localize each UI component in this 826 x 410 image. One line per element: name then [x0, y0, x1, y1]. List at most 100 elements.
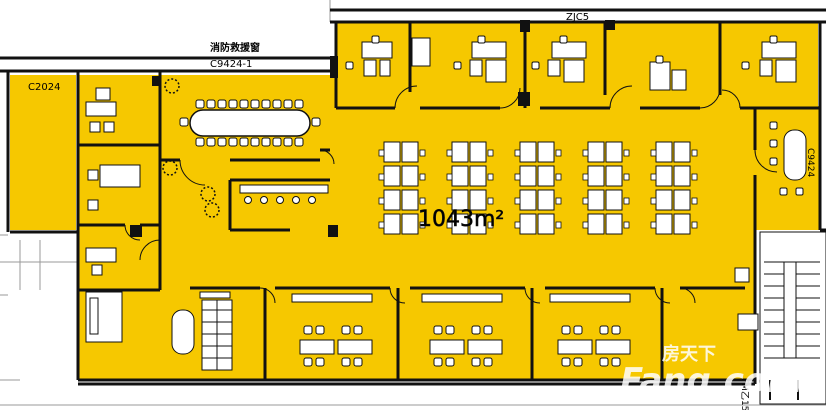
desk: [605, 213, 623, 235]
desk: [451, 165, 469, 187]
plant: [164, 78, 180, 94]
chair: [514, 149, 521, 157]
chair: [599, 357, 609, 367]
desk: [469, 213, 487, 235]
chair: [611, 357, 621, 367]
desk: [401, 141, 419, 163]
bench: [421, 293, 503, 303]
chair: [623, 197, 630, 205]
chair: [582, 173, 589, 181]
chair: [650, 149, 657, 157]
stool: [276, 196, 284, 204]
desk: [467, 339, 503, 355]
chair: [555, 197, 562, 205]
bottom-room-furniture: [199, 291, 631, 367]
chair: [206, 99, 216, 109]
chair: [315, 325, 325, 335]
chair: [561, 325, 571, 335]
desk: [557, 339, 593, 355]
plant: [162, 160, 178, 176]
stool: [292, 196, 300, 204]
chair: [453, 61, 462, 70]
chair: [250, 99, 260, 109]
chair: [353, 357, 363, 367]
chair: [303, 325, 313, 335]
chair: [623, 173, 630, 181]
chair: [514, 173, 521, 181]
chair: [250, 137, 260, 147]
chair: [471, 325, 481, 335]
chair: [487, 197, 494, 205]
desk: [383, 213, 401, 235]
desk: [383, 189, 401, 211]
chair: [419, 221, 426, 229]
chair: [611, 325, 621, 335]
stool: [244, 196, 252, 204]
desk: [673, 165, 691, 187]
area-label: 1043m²: [418, 207, 504, 232]
chair: [650, 197, 657, 205]
chair: [239, 137, 249, 147]
open-workstations: [378, 141, 698, 235]
chair: [445, 325, 455, 335]
chair: [371, 35, 380, 44]
chair: [353, 325, 363, 335]
chair: [531, 61, 540, 70]
column-top-label: ZJC5: [566, 12, 589, 23]
chair: [283, 137, 293, 147]
chair: [483, 325, 493, 335]
chair: [261, 99, 271, 109]
window-code-label: C9424-1: [210, 59, 252, 70]
chair: [217, 99, 227, 109]
chair: [195, 137, 205, 147]
columns: [130, 20, 615, 237]
chair: [514, 197, 521, 205]
chair: [582, 149, 589, 157]
bench: [291, 293, 373, 303]
chair: [303, 357, 313, 367]
chair: [650, 221, 657, 229]
desk: [299, 339, 335, 355]
stair-code-label: FM乙1523: [739, 378, 750, 410]
bench: [199, 291, 231, 299]
chair: [582, 197, 589, 205]
desk: [519, 165, 537, 187]
chair: [483, 357, 493, 367]
window-left-label: C2024: [28, 82, 60, 93]
chair: [195, 99, 205, 109]
chair: [623, 221, 630, 229]
desk: [605, 189, 623, 211]
desk: [519, 189, 537, 211]
bench: [549, 293, 631, 303]
desk: [595, 339, 631, 355]
chair: [217, 137, 227, 147]
conference-table: [92, 78, 321, 308]
stairwell: [759, 231, 826, 405]
chair: [433, 325, 443, 335]
desk: [673, 189, 691, 211]
chair: [341, 325, 351, 335]
chair: [561, 357, 571, 367]
plant: [200, 186, 216, 202]
desk: [605, 141, 623, 163]
chair: [433, 357, 443, 367]
chair: [573, 325, 583, 335]
chair: [487, 173, 494, 181]
chair: [378, 173, 385, 181]
chair: [691, 197, 698, 205]
chair: [228, 137, 238, 147]
chair: [446, 221, 453, 229]
chair: [691, 173, 698, 181]
desk: [429, 339, 465, 355]
chair: [769, 157, 778, 166]
desk: [655, 213, 673, 235]
window-right-label: C9424: [805, 148, 815, 177]
chair: [272, 99, 282, 109]
chair: [228, 99, 238, 109]
desk: [587, 213, 605, 235]
chair: [555, 221, 562, 229]
desk: [587, 141, 605, 163]
chair: [345, 61, 354, 70]
chair: [239, 99, 249, 109]
